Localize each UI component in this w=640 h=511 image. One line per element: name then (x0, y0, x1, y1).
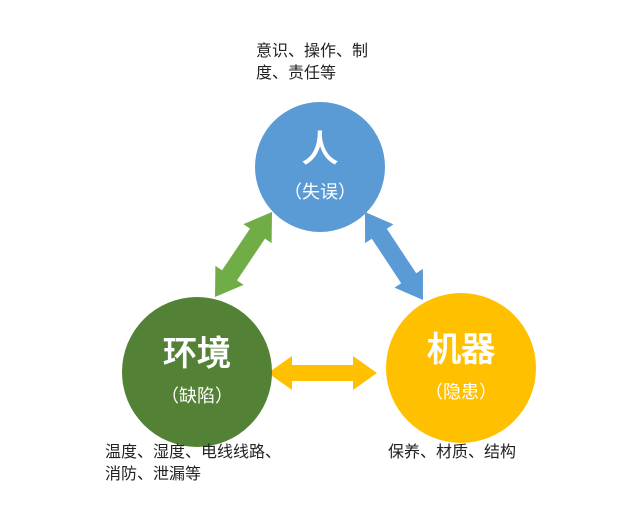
node-person-title: 人 (301, 128, 338, 171)
environment-machine-double-arrow (268, 356, 377, 390)
node-person-subtitle: （失误） (284, 181, 356, 203)
person-machine-double-arrow (365, 212, 423, 300)
note-machine-factors: 保养、材质、结构 (388, 442, 517, 461)
note-environment-factors: 温度、湿度、电线线路、消防、泄漏等 (105, 442, 282, 483)
note-person-factors: 意识、操作、制度、责任等 (256, 41, 369, 82)
node-machine: 机器 （隐患） (386, 293, 536, 443)
node-environment-subtitle: （缺陷） (161, 385, 233, 407)
node-machine-title: 机器 (427, 330, 495, 371)
node-machine-subtitle: （隐患） (425, 381, 497, 403)
person-environment-double-arrow (215, 212, 272, 297)
node-environment-title: 环境 (163, 334, 231, 375)
node-person: 人 （失误） (255, 102, 385, 232)
node-environment: 环境 （缺陷） (122, 297, 272, 447)
